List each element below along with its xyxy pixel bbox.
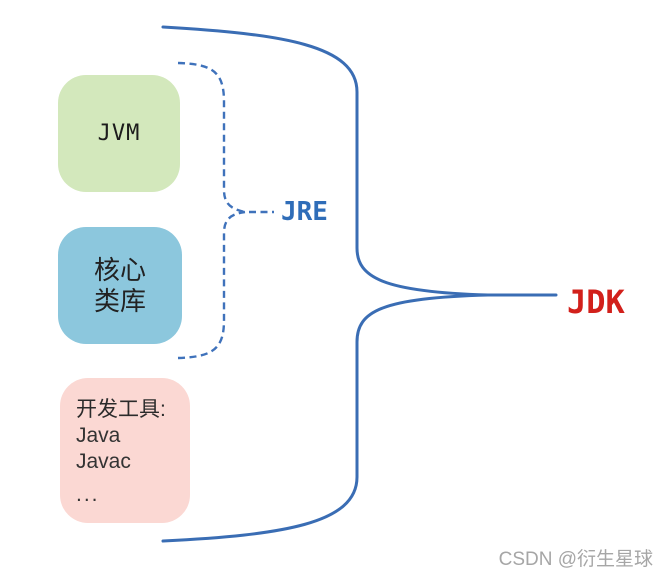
core-library-label: 核心 类库 — [93, 254, 146, 316]
core-library-box: 核心 类库 — [58, 227, 182, 344]
jvm-box-label: JVM — [97, 121, 141, 146]
jdk-label: JDK — [567, 283, 625, 321]
dev-tools-item-ellipsis: ... — [76, 483, 100, 506]
dev-tools-item-java: Java — [76, 424, 121, 447]
jvm-box: JVM — [58, 75, 180, 192]
jdk-brace-top — [161, 25, 558, 297]
dev-tools-item-javac: Javac — [76, 450, 131, 473]
csdn-watermark: CSDN @衍生星球 — [498, 549, 653, 570]
dev-tools-title: 开发工具: — [76, 398, 166, 421]
jre-brace-bottom — [177, 210, 246, 360]
dev-tools-box: 开发工具: Java Javac ... — [60, 378, 190, 523]
jre-label: JRE — [281, 197, 328, 227]
jre-brace-top — [177, 61, 246, 214]
jdk-brace-bottom — [161, 293, 490, 543]
